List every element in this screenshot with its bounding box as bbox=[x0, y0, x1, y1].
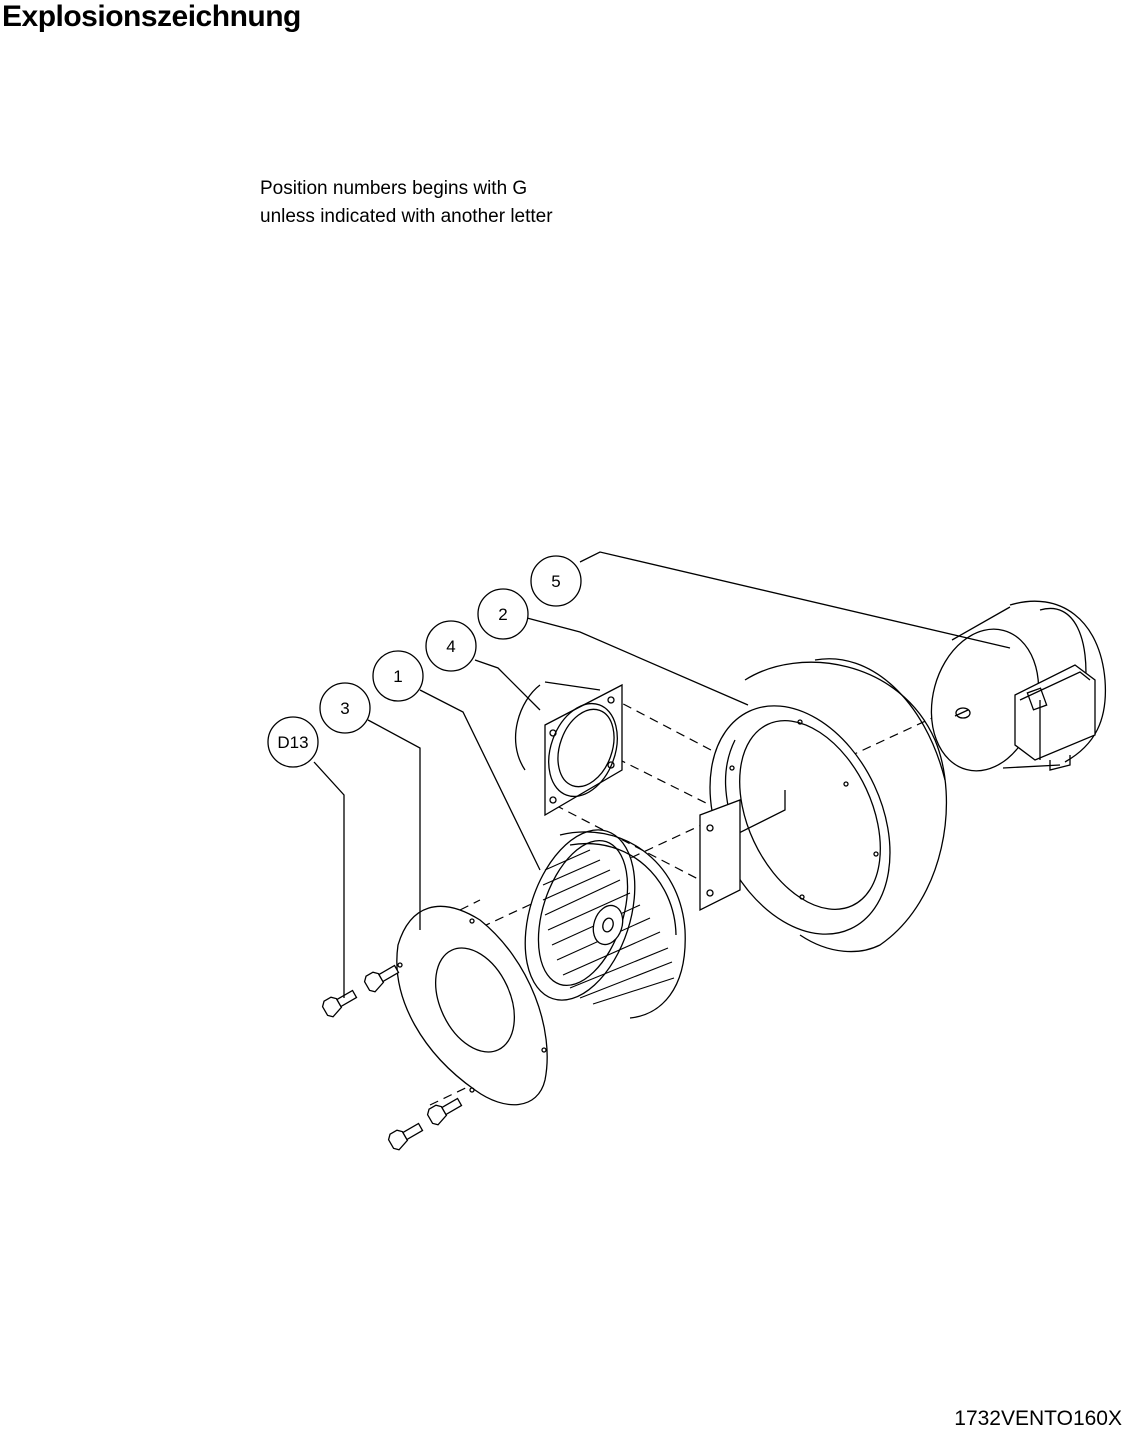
callout-5: 5 bbox=[530, 555, 582, 607]
motor-part bbox=[930, 600, 1107, 772]
callout-3: 3 bbox=[319, 682, 371, 734]
fan-housing-part bbox=[699, 658, 948, 953]
callout-label: 5 bbox=[551, 572, 560, 591]
callout-label: 3 bbox=[340, 699, 349, 718]
note-line-1: Position numbers begins with G bbox=[260, 178, 528, 199]
callout-label: 1 bbox=[393, 667, 402, 686]
cover-ring-part bbox=[396, 905, 548, 1106]
callout-label: 2 bbox=[498, 605, 507, 624]
page-title: Explosionszeichnung bbox=[2, 0, 301, 33]
callout-label: 4 bbox=[446, 637, 455, 656]
callout-1: 1 bbox=[372, 650, 424, 702]
callout-label: D13 bbox=[277, 733, 308, 752]
inlet-plate-part bbox=[514, 681, 623, 817]
leader-lines bbox=[313, 551, 1011, 998]
callout-d13: D13 bbox=[267, 716, 319, 768]
position-note: Position numbers begins with G unless in… bbox=[260, 175, 553, 231]
impeller-part bbox=[524, 829, 686, 1019]
bolts-part bbox=[321, 964, 463, 1151]
note-line-2: unless indicated with another letter bbox=[260, 206, 553, 227]
callout-4: 4 bbox=[425, 620, 477, 672]
callout-2: 2 bbox=[477, 588, 529, 640]
document-id: 1732VENTO160X bbox=[954, 1407, 1122, 1430]
callout-balloons: 5 2 4 1 3 D13 bbox=[267, 555, 582, 768]
